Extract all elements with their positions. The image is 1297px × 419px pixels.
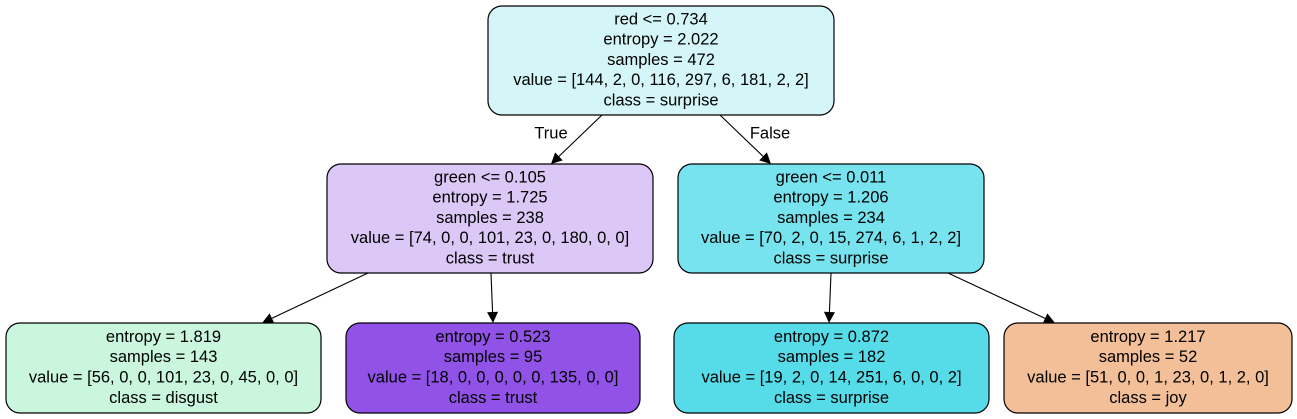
node-box bbox=[1003, 322, 1293, 414]
edge-label-false: False bbox=[750, 124, 790, 142]
arrowhead-icon bbox=[262, 313, 275, 324]
node-box bbox=[673, 322, 990, 414]
node-line: value = [19, 2, 0, 14, 251, 6, 0, 0, 2] bbox=[701, 369, 961, 387]
tree-node-ll: entropy = 1.819 samples = 143 value = [56,… bbox=[5, 322, 322, 414]
node-line: samples = 234 bbox=[777, 209, 885, 227]
node-box bbox=[326, 163, 654, 274]
node-line: class = trust bbox=[449, 389, 538, 407]
node-line: value = [74, 0, 0, 101, 23, 0, 180, 0, 0… bbox=[351, 229, 629, 247]
arrowhead-icon bbox=[551, 152, 563, 164]
node-line: samples = 143 bbox=[110, 348, 218, 366]
edge-root-left: True bbox=[534, 114, 603, 164]
node-line: entropy = 1.819 bbox=[106, 328, 221, 346]
tree-node-left: green <= 0.105 entropy = 1.725 samples = 2… bbox=[326, 163, 654, 274]
node-line: green <= 0.011 bbox=[776, 168, 887, 186]
node-line: samples = 52 bbox=[1099, 348, 1198, 366]
node-line: samples = 472 bbox=[607, 51, 715, 69]
node-line: samples = 182 bbox=[778, 348, 886, 366]
node-line: class = surprise bbox=[773, 249, 888, 267]
nodes-layer: red <= 0.734 entropy = 2.022 samples = 472… bbox=[5, 5, 1293, 414]
edge-label-true: True bbox=[534, 124, 567, 142]
node-line: entropy = 0.872 bbox=[774, 328, 889, 346]
tree-node-rl: entropy = 0.872 samples = 182 value = [19,… bbox=[673, 322, 990, 414]
node-line: class = surprise bbox=[603, 91, 718, 109]
node-line: value = [18, 0, 0, 0, 0, 0, 135, 0, 0] bbox=[368, 369, 619, 387]
node-box bbox=[487, 5, 835, 116]
arrowhead-icon bbox=[759, 152, 771, 164]
tree-node-right: green <= 0.011 entropy = 1.206 samples = 2… bbox=[677, 163, 985, 274]
node-box bbox=[345, 322, 641, 414]
node-line: value = [144, 2, 0, 116, 297, 6, 181, 2,… bbox=[513, 71, 809, 89]
edge-line bbox=[828, 272, 832, 313]
edge-line bbox=[719, 114, 764, 157]
node-line: samples = 95 bbox=[444, 348, 543, 366]
edge-root-right: False bbox=[719, 114, 790, 164]
arrowhead-icon bbox=[823, 311, 835, 323]
edge-line bbox=[558, 114, 603, 157]
node-box bbox=[677, 163, 985, 274]
node-line: value = [56, 0, 0, 101, 23, 0, 45, 0, 0] bbox=[29, 369, 298, 387]
edge-left-lr bbox=[487, 272, 499, 323]
edge-right-rl bbox=[823, 272, 835, 323]
edge-line bbox=[271, 272, 369, 319]
edge-line bbox=[947, 272, 1046, 319]
node-line: entropy = 0.523 bbox=[435, 328, 550, 346]
tree-node-root: red <= 0.734 entropy = 2.022 samples = 472… bbox=[487, 5, 835, 116]
node-line: class = disgust bbox=[109, 389, 218, 407]
node-line: class = surprise bbox=[774, 389, 889, 407]
node-line: entropy = 2.022 bbox=[603, 31, 718, 49]
node-line: entropy = 1.206 bbox=[773, 189, 888, 207]
node-line: value = [70, 2, 0, 15, 274, 6, 1, 2, 2] bbox=[701, 229, 961, 247]
node-line: green <= 0.105 bbox=[434, 168, 546, 186]
edge-left-ll bbox=[262, 272, 369, 324]
edges-layer: True False bbox=[262, 114, 1055, 324]
node-line: red <= 0.734 bbox=[614, 10, 708, 28]
node-line: class = trust bbox=[446, 249, 535, 267]
edge-line bbox=[490, 272, 494, 313]
node-line: entropy = 1.725 bbox=[432, 189, 547, 207]
node-line: entropy = 1.217 bbox=[1090, 328, 1205, 346]
node-box bbox=[5, 322, 322, 414]
arrowhead-icon bbox=[487, 311, 499, 323]
node-line: value = [51, 0, 0, 1, 23, 0, 1, 2, 0] bbox=[1027, 369, 1269, 387]
arrowhead-icon bbox=[1042, 313, 1055, 324]
edge-right-rr bbox=[947, 272, 1055, 324]
node-line: class = joy bbox=[1109, 389, 1187, 407]
tree-node-lr: entropy = 0.523 samples = 95 value = [18, … bbox=[345, 322, 641, 414]
tree-node-rr: entropy = 1.217 samples = 52 value = [51, … bbox=[1003, 322, 1293, 414]
node-line: samples = 238 bbox=[436, 209, 544, 227]
